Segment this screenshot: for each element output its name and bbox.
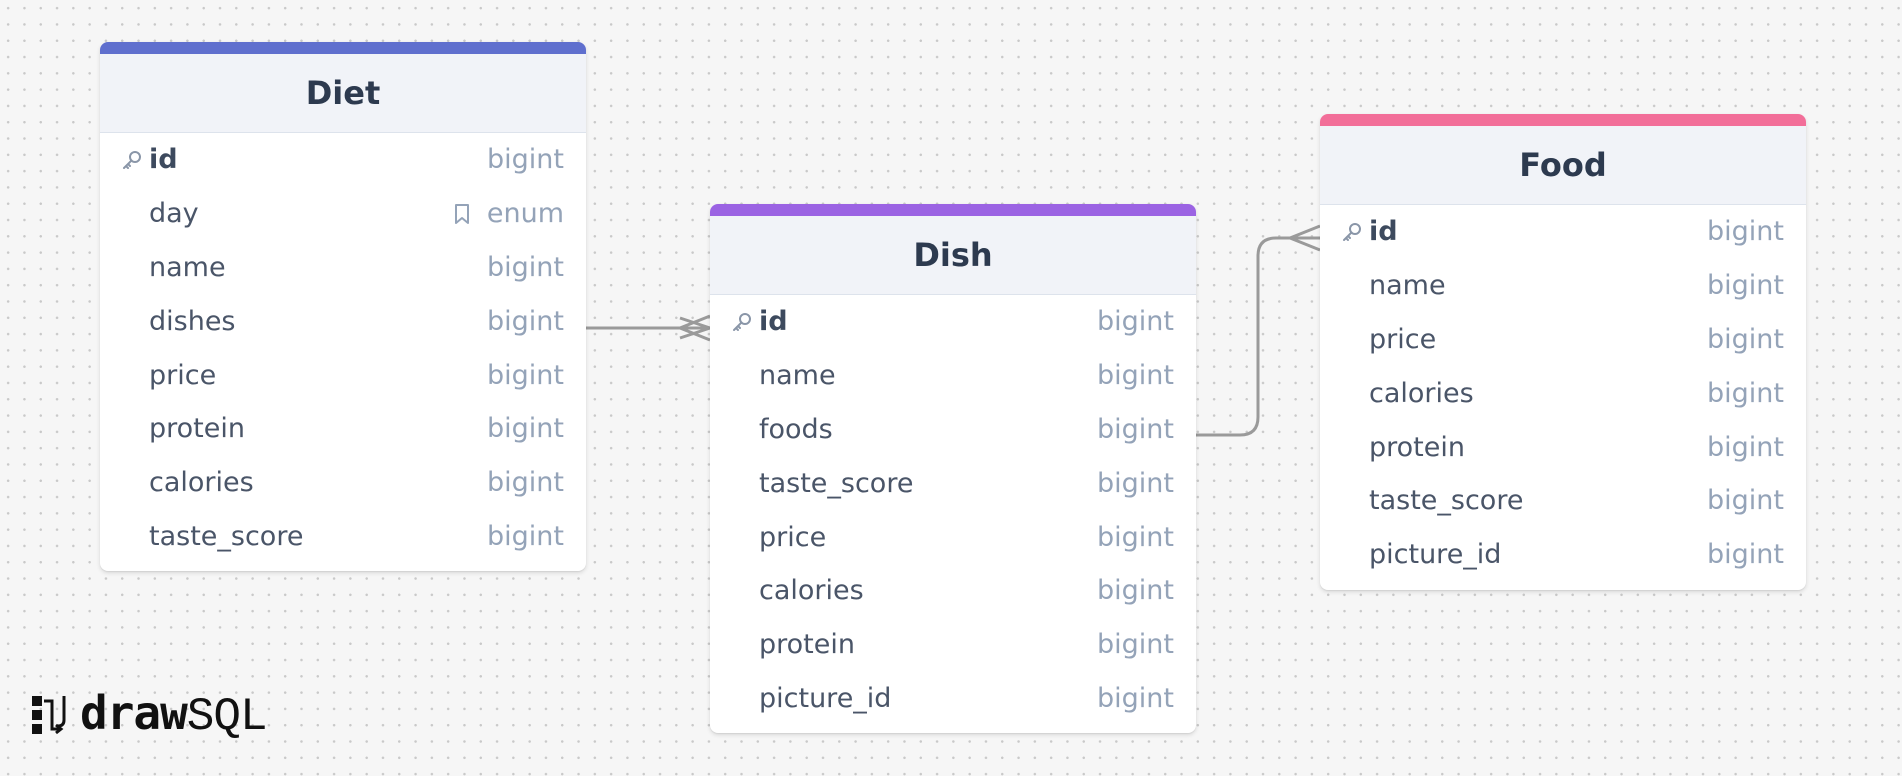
field-type: bigint — [1707, 485, 1784, 517]
field-name: name — [149, 251, 226, 283]
field-type: enum — [486, 198, 564, 230]
table-diet[interactable]: Diet id bigint day enum name bigint — [100, 42, 586, 572]
key-icon — [1343, 222, 1361, 241]
field-row-dishes[interactable]: dishes bigint — [100, 294, 586, 348]
field-type: bigint — [487, 467, 564, 499]
field-type: bigint — [1097, 575, 1174, 607]
field-type: bigint — [487, 144, 564, 176]
table-title[interactable]: Diet — [100, 54, 586, 133]
table-food[interactable]: Food id bigint name bigint price bigint … — [1320, 114, 1806, 590]
table-accent-bar — [100, 42, 586, 54]
field-type: bigint — [487, 359, 564, 391]
relation-dish-foods-to-food-id[interactable] — [1196, 224, 1321, 437]
field-row-protein[interactable]: protein bigint — [100, 402, 586, 456]
field-type: bigint — [1707, 377, 1784, 409]
field-name: calories — [149, 467, 254, 499]
field-name: id — [1369, 216, 1398, 248]
field-name: name — [1369, 270, 1446, 302]
field-row-price[interactable]: price bigint — [1320, 313, 1806, 367]
field-name: taste_score — [149, 520, 304, 552]
field-name: name — [759, 360, 836, 392]
field-type: bigint — [487, 251, 564, 283]
field-type: bigint — [1707, 539, 1784, 571]
field-name: id — [149, 144, 178, 176]
field-name: picture_id — [1369, 539, 1502, 571]
field-type: bigint — [1097, 360, 1174, 392]
field-name: price — [149, 359, 217, 391]
field-row-protein[interactable]: protein bigint — [1320, 420, 1806, 474]
field-name: price — [1369, 323, 1437, 355]
table-title[interactable]: Dish — [710, 216, 1196, 295]
field-name: taste_score — [759, 467, 914, 499]
field-name: protein — [149, 413, 245, 445]
field-row-id[interactable]: id bigint — [710, 295, 1196, 349]
field-name: protein — [1369, 431, 1465, 463]
field-type: bigint — [487, 520, 564, 552]
field-row-calories[interactable]: calories bigint — [100, 456, 586, 510]
field-type: bigint — [1097, 521, 1174, 553]
key-icon — [733, 312, 751, 331]
field-row-taste-score[interactable]: taste_score bigint — [1320, 474, 1806, 528]
field-row-taste-score[interactable]: taste_score bigint — [710, 456, 1196, 510]
field-type: bigint — [1097, 682, 1174, 714]
field-name: price — [759, 521, 827, 553]
table-dish[interactable]: Dish id bigint name bigint foods bigint … — [710, 204, 1196, 734]
table-title[interactable]: Food — [1320, 126, 1806, 205]
field-row-id[interactable]: id bigint — [100, 133, 586, 187]
field-row-picture-id[interactable]: picture_id bigint — [1320, 528, 1806, 582]
field-type: bigint — [487, 305, 564, 337]
field-name: protein — [759, 629, 855, 661]
field-row-picture-id[interactable]: picture_id bigint — [710, 672, 1196, 726]
field-row-calories[interactable]: calories bigint — [1320, 366, 1806, 420]
field-row-name[interactable]: name bigint — [710, 349, 1196, 403]
field-type: bigint — [487, 413, 564, 445]
crows-foot-dish-id — [679, 314, 711, 342]
field-name: day — [149, 198, 199, 230]
field-name: id — [759, 306, 788, 338]
field-row-id[interactable]: id bigint — [1320, 205, 1806, 259]
field-name: taste_score — [1369, 485, 1524, 517]
logo-part-draw: draw — [80, 686, 188, 740]
logo-part-sql: SQL — [186, 691, 268, 743]
bookmark-icon — [454, 203, 469, 224]
field-type: bigint — [1707, 431, 1784, 463]
field-name: dishes — [149, 305, 236, 337]
table-accent-bar — [1320, 114, 1806, 126]
field-row-protein[interactable]: protein bigint — [710, 618, 1196, 672]
drawsql-logo-icon — [32, 695, 66, 734]
field-type: bigint — [1707, 216, 1784, 248]
field-name: picture_id — [759, 682, 892, 714]
field-row-name[interactable]: name bigint — [100, 241, 586, 295]
field-type: bigint — [1707, 323, 1784, 355]
field-row-taste-score[interactable]: taste_score bigint — [100, 510, 586, 564]
field-type: bigint — [1097, 306, 1174, 338]
field-name: foods — [759, 413, 833, 445]
field-name: calories — [1369, 377, 1474, 409]
relation-diet-dishes-to-dish-id[interactable] — [586, 314, 711, 342]
field-row-day[interactable]: day enum — [100, 187, 586, 241]
field-row-price[interactable]: price bigint — [100, 348, 586, 402]
field-type: bigint — [1097, 467, 1174, 499]
drawsql-logo-text: drawSQL — [80, 686, 268, 743]
field-row-name[interactable]: name bigint — [1320, 259, 1806, 313]
table-accent-bar — [710, 204, 1196, 216]
field-row-foods[interactable]: foods bigint — [710, 403, 1196, 457]
field-row-price[interactable]: price bigint — [710, 510, 1196, 564]
field-type: bigint — [1097, 413, 1174, 445]
key-icon — [123, 150, 141, 169]
field-type: bigint — [1707, 270, 1784, 302]
field-row-calories[interactable]: calories bigint — [710, 564, 1196, 618]
field-name: calories — [759, 575, 864, 607]
drawsql-logo[interactable]: drawSQL — [30, 686, 268, 743]
field-type: bigint — [1097, 629, 1174, 661]
